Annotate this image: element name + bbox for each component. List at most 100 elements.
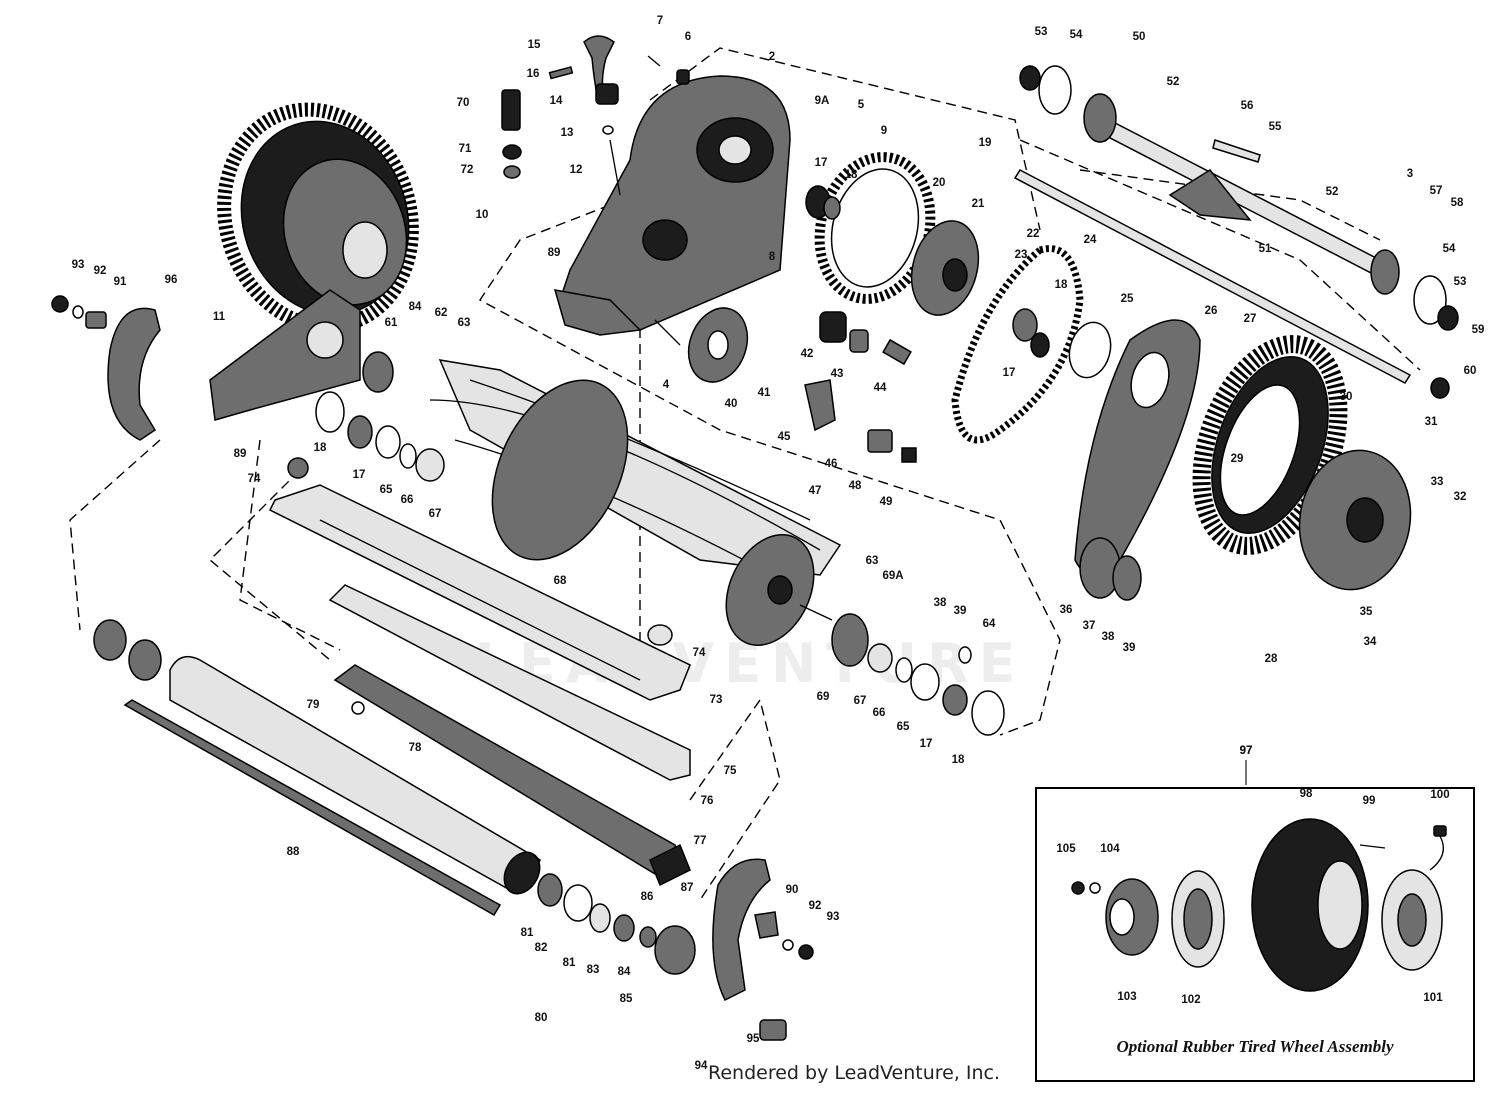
part-label-3: 3 — [1407, 168, 1413, 180]
part-label-85: 85 — [620, 993, 633, 1005]
part-label-9: 9 — [881, 125, 887, 137]
part-label-78: 78 — [409, 742, 422, 754]
part-label-74: 74 — [248, 473, 261, 485]
part-label-93: 93 — [827, 911, 840, 923]
part-label-34: 34 — [1364, 636, 1377, 648]
part-label-52: 52 — [1167, 76, 1180, 88]
cutting-reel — [429, 359, 842, 646]
part-label-93: 93 — [72, 259, 85, 271]
part-label-63: 63 — [458, 317, 471, 329]
part-label-63: 63 — [866, 555, 879, 567]
part-label-69: 69 — [817, 691, 830, 703]
part-label-84: 84 — [409, 301, 422, 313]
rear-roller — [93, 619, 541, 917]
part-label-52: 52 — [1326, 186, 1339, 198]
part-label-16: 16 — [527, 68, 540, 80]
part-label-96: 96 — [165, 274, 178, 286]
part-label-92: 92 — [94, 265, 107, 277]
part-label-23: 23 — [1015, 249, 1028, 261]
part-label-69A: 69A — [882, 570, 903, 582]
part-label-80: 80 — [535, 1012, 548, 1024]
height-adjuster-bar — [333, 664, 691, 887]
left-drive-wheel — [209, 102, 419, 421]
part-label-32: 32 — [1454, 491, 1467, 503]
part-label-42: 42 — [801, 348, 814, 360]
part-label-47: 47 — [809, 485, 822, 497]
ring-gear-assembly — [805, 152, 1112, 444]
axle-shafts — [1013, 65, 1459, 399]
part-label-15: 15 — [528, 39, 541, 51]
part-label-40: 40 — [725, 398, 738, 410]
part-label-24: 24 — [1084, 234, 1097, 246]
part-label-76: 76 — [701, 795, 714, 807]
part-label-17: 17 — [815, 157, 828, 169]
part-label-2: 2 — [769, 51, 775, 63]
part-label-17: 17 — [920, 738, 933, 750]
part-label-64: 64 — [983, 618, 996, 630]
part-label-61: 61 — [385, 317, 398, 329]
gear-housing — [553, 75, 791, 336]
part-label-90: 90 — [786, 884, 799, 896]
inset-title: Optional Rubber Tired Wheel Assembly — [1116, 1037, 1394, 1056]
hardware-center — [654, 307, 917, 463]
part-label-7: 7 — [657, 15, 663, 27]
adjuster-knob-parts — [501, 35, 690, 196]
part-label-50: 50 — [1133, 31, 1146, 43]
part-label-28: 28 — [1265, 653, 1278, 665]
part-label-86: 86 — [641, 891, 654, 903]
part-label-54: 54 — [1070, 29, 1083, 41]
part-label-17: 17 — [353, 469, 366, 481]
part-label-99: 99 — [1363, 795, 1376, 807]
part-label-66: 66 — [401, 494, 414, 506]
part-label-48: 48 — [849, 480, 862, 492]
part-label-22: 22 — [1027, 228, 1040, 240]
part-label-38: 38 — [934, 597, 947, 609]
part-label-81: 81 — [563, 957, 576, 969]
part-label-51: 51 — [1259, 243, 1272, 255]
part-label-98: 98 — [1300, 788, 1313, 800]
optional-wheel-parts — [1071, 818, 1447, 992]
part-label-56: 56 — [1241, 100, 1254, 112]
part-label-9A: 9A — [815, 95, 830, 107]
part-label-82: 82 — [535, 942, 548, 954]
part-label-19: 19 — [979, 137, 992, 149]
part-label-46: 46 — [825, 458, 838, 470]
part-label-73: 73 — [710, 694, 723, 706]
part-label-67: 67 — [429, 508, 442, 520]
part-label-29: 29 — [1231, 453, 1244, 465]
part-label-54: 54 — [1443, 243, 1456, 255]
part-label-79: 79 — [307, 699, 320, 711]
part-label-89: 89 — [548, 247, 561, 259]
part-label-87: 87 — [681, 882, 694, 894]
part-label-20: 20 — [933, 177, 946, 189]
part-label-8: 8 — [769, 251, 776, 263]
part-label-105: 105 — [1056, 843, 1076, 855]
part-label-35: 35 — [1360, 606, 1373, 618]
part-label-12: 12 — [570, 164, 583, 176]
right-bearing-set — [831, 537, 1142, 736]
bed-knife-assembly — [268, 484, 691, 781]
part-label-18: 18 — [314, 442, 327, 454]
part-label-5: 5 — [858, 99, 865, 111]
part-label-71: 71 — [459, 143, 472, 155]
part-label-57: 57 — [1430, 185, 1443, 197]
part-label-53: 53 — [1454, 276, 1467, 288]
part-label-18: 18 — [1055, 279, 1068, 291]
part-label-70: 70 — [457, 97, 470, 109]
part-label-88: 88 — [287, 846, 300, 858]
right-side-frame — [537, 858, 814, 1041]
part-label-84: 84 — [618, 966, 631, 978]
part-label-39: 39 — [1123, 642, 1136, 654]
part-label-41: 41 — [758, 387, 771, 399]
part-label-27: 27 — [1244, 313, 1257, 325]
part-label-94: 94 — [695, 1060, 708, 1072]
part-label-17: 17 — [1003, 367, 1016, 379]
part-label-62: 62 — [435, 307, 448, 319]
part-label-18: 18 — [845, 169, 858, 181]
part-label-67: 67 — [854, 695, 867, 707]
part-label-83: 83 — [587, 964, 600, 976]
left-bearing-set — [287, 351, 445, 482]
part-label-81: 81 — [521, 927, 534, 939]
part-label-11: 11 — [213, 311, 226, 323]
chain-cover — [1074, 319, 1201, 576]
